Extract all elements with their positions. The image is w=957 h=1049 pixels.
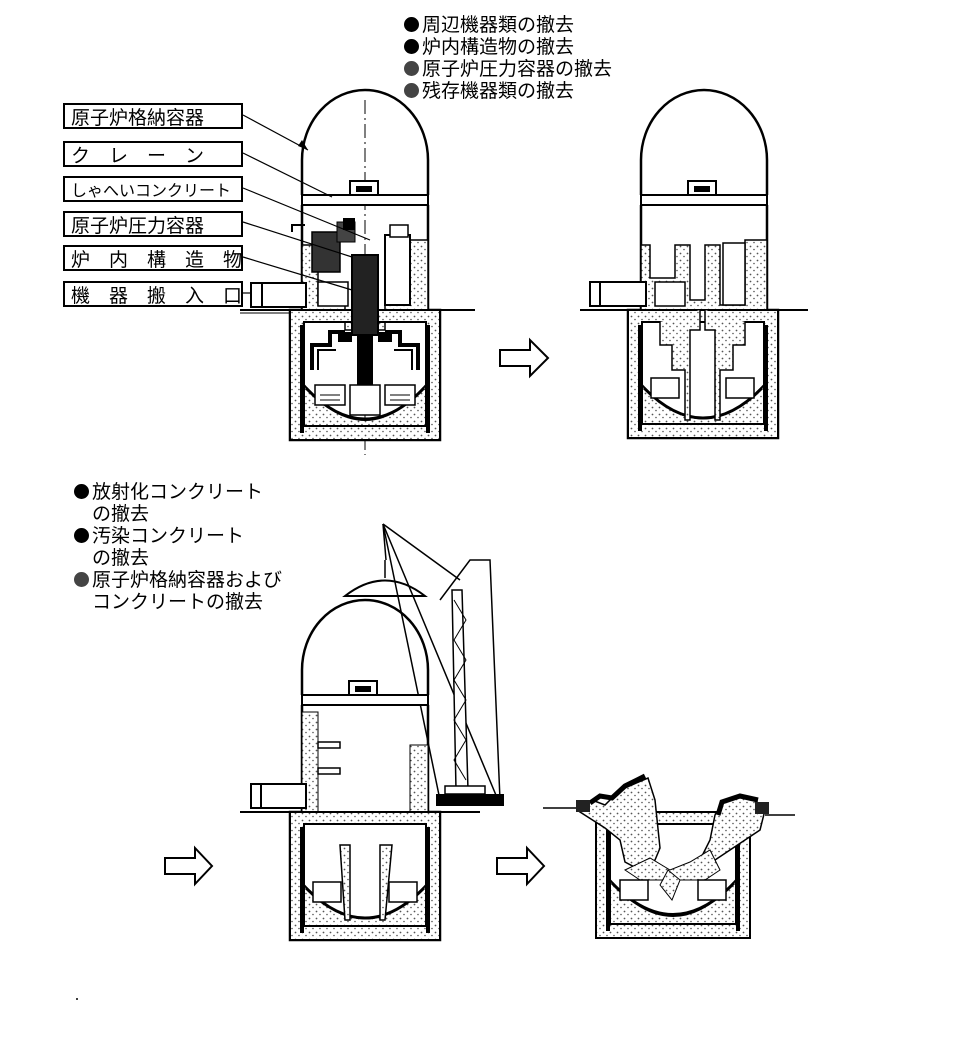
plant-stage-internals-removed bbox=[580, 88, 808, 440]
plant-stage-dome-removal bbox=[240, 523, 504, 942]
stage1-step: 残存機器類の撤去 bbox=[404, 80, 612, 102]
label-shielding-concrete: しゃへいコンクリート bbox=[63, 176, 243, 202]
stage1-step: 炉内構造物の撤去 bbox=[404, 36, 612, 58]
arrow-icon bbox=[164, 845, 214, 887]
bullet-icon bbox=[74, 572, 89, 587]
bullet-icon bbox=[404, 83, 419, 98]
stage1-step: 原子炉圧力容器の撤去 bbox=[404, 58, 612, 80]
stage2-step: 放射化コンクリート bbox=[74, 481, 282, 503]
bullet-icon bbox=[404, 39, 419, 54]
bullet-icon bbox=[74, 484, 89, 499]
label-crane: ク レ ー ン bbox=[63, 141, 243, 167]
stage2-step-list: 放射化コンクリート の撤去 汚染コンクリート の撤去 原子炉格納容器および コン… bbox=[74, 481, 282, 613]
stage1-step-list: 周辺機器類の撤去 炉内構造物の撤去 原子炉圧力容器の撤去 残存機器類の撤去 bbox=[404, 14, 612, 102]
bullet-icon bbox=[404, 61, 419, 76]
label-pressure-vessel: 原子炉圧力容器 bbox=[63, 211, 243, 237]
label-internals: 炉 内 構 造 物 bbox=[63, 245, 243, 271]
stage1-step: 周辺機器類の撤去 bbox=[404, 14, 612, 36]
plant-stage-initial bbox=[240, 88, 475, 455]
label-equipment-hatch: 機 器 搬 入 口 bbox=[63, 281, 243, 307]
bullet-icon bbox=[404, 17, 419, 32]
plant-stage-demolished bbox=[543, 773, 795, 939]
arrow-icon bbox=[496, 845, 546, 887]
stage2-step: 原子炉格納容器および bbox=[74, 569, 282, 591]
stage2-step-cont: コンクリートの撤去 bbox=[92, 591, 264, 613]
label-containment-vessel: 原子炉格納容器 bbox=[63, 103, 243, 129]
bullet-icon bbox=[74, 528, 89, 543]
stage2-step-cont: の撤去 bbox=[92, 547, 150, 569]
stage2-step-cont: の撤去 bbox=[92, 503, 150, 525]
arrow-icon bbox=[499, 337, 550, 379]
stage2-step: 汚染コンクリート bbox=[74, 525, 282, 547]
